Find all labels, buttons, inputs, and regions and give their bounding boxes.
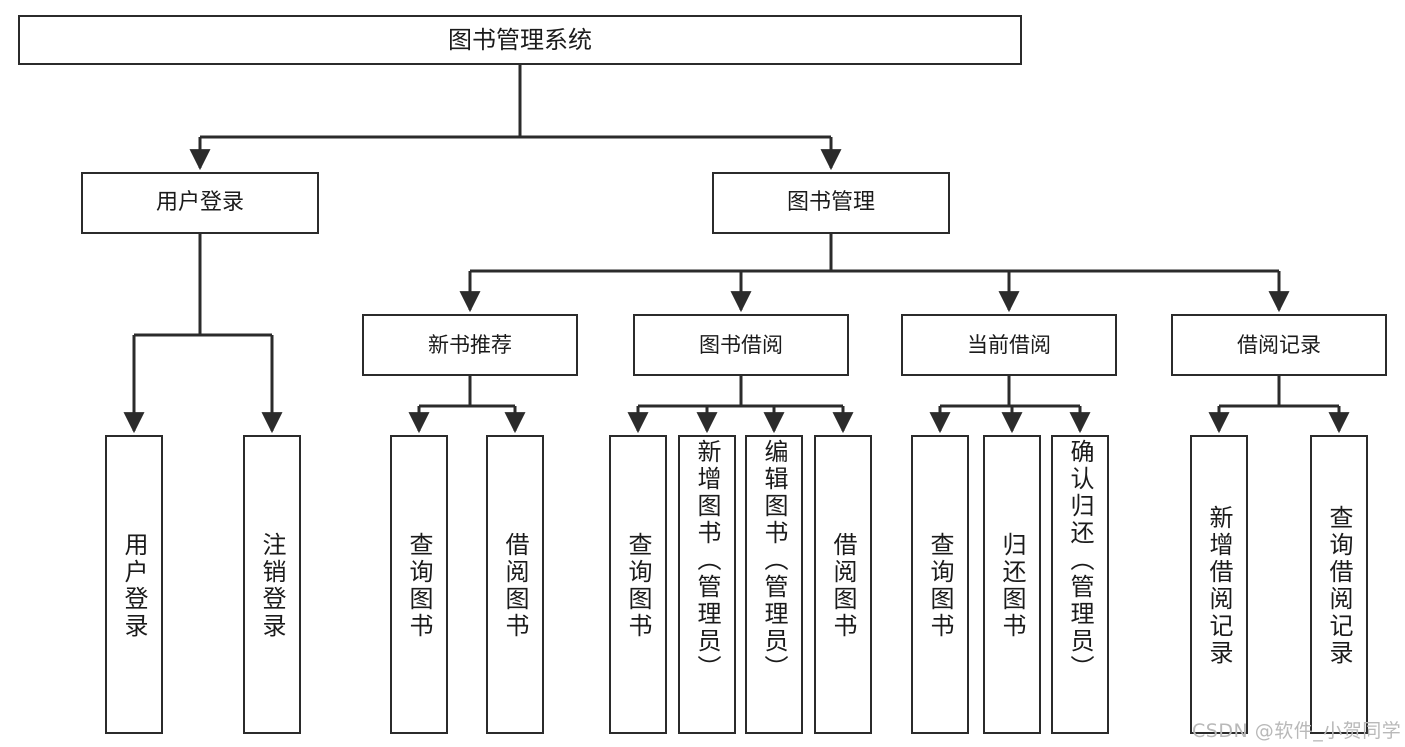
leaf-borrow-book-newbook-label: 借阅图书 <box>501 531 529 640</box>
node-current-borrow-label: 当前借阅 <box>967 332 1051 357</box>
leaf-add-borrow-record-label: 新增借阅记录 <box>1205 504 1233 667</box>
leaf-user-login[interactable]: 用户登录 <box>105 435 163 734</box>
leaf-user-login-label: 用户登录 <box>120 531 148 640</box>
node-user-login-label: 用户登录 <box>155 190 244 216</box>
leaf-borrow-book-label: 借阅图书 <box>829 531 857 640</box>
leaf-confirm-return-admin-label: 确认归还（管理员） <box>1066 439 1094 682</box>
leaf-borrow-book-newbook[interactable]: 借阅图书 <box>486 435 544 734</box>
leaf-return-book[interactable]: 归还图书 <box>983 435 1041 734</box>
leaf-add-book-admin[interactable]: 新增图书（管理员） <box>678 435 736 734</box>
leaf-query-book-current[interactable]: 查询图书 <box>911 435 969 734</box>
node-user-login[interactable]: 用户登录 <box>81 172 319 234</box>
node-book-borrow[interactable]: 图书借阅 <box>633 314 849 376</box>
node-borrow-record[interactable]: 借阅记录 <box>1171 314 1387 376</box>
node-new-book-recommend[interactable]: 新书推荐 <box>362 314 578 376</box>
leaf-query-book-newbook-label: 查询图书 <box>405 531 433 640</box>
leaf-query-borrow-record[interactable]: 查询借阅记录 <box>1310 435 1368 734</box>
leaf-edit-book-admin-label: 编辑图书（管理员） <box>760 439 788 682</box>
leaf-query-borrow-record-label: 查询借阅记录 <box>1325 504 1353 667</box>
node-new-book-recommend-label: 新书推荐 <box>428 332 512 357</box>
node-borrow-record-label: 借阅记录 <box>1237 332 1321 357</box>
leaf-add-borrow-record[interactable]: 新增借阅记录 <box>1190 435 1248 734</box>
leaf-query-book-borrow[interactable]: 查询图书 <box>609 435 667 734</box>
leaf-edit-book-admin[interactable]: 编辑图书（管理员） <box>745 435 803 734</box>
node-book-borrow-label: 图书借阅 <box>699 332 783 357</box>
leaf-query-book-borrow-label: 查询图书 <box>624 531 652 640</box>
leaf-logout[interactable]: 注销登录 <box>243 435 301 734</box>
node-book-management[interactable]: 图书管理 <box>712 172 950 234</box>
node-root-label: 图书管理系统 <box>448 25 592 54</box>
leaf-return-book-label: 归还图书 <box>998 531 1026 640</box>
node-root[interactable]: 图书管理系统 <box>18 15 1022 65</box>
node-book-management-label: 图书管理 <box>786 190 875 216</box>
leaf-confirm-return-admin[interactable]: 确认归还（管理员） <box>1051 435 1109 734</box>
leaf-query-book-newbook[interactable]: 查询图书 <box>390 435 448 734</box>
node-current-borrow[interactable]: 当前借阅 <box>901 314 1117 376</box>
leaf-add-book-admin-label: 新增图书（管理员） <box>693 439 721 682</box>
leaf-logout-label: 注销登录 <box>258 531 286 640</box>
leaf-query-book-current-label: 查询图书 <box>926 531 954 640</box>
leaf-borrow-book[interactable]: 借阅图书 <box>814 435 872 734</box>
